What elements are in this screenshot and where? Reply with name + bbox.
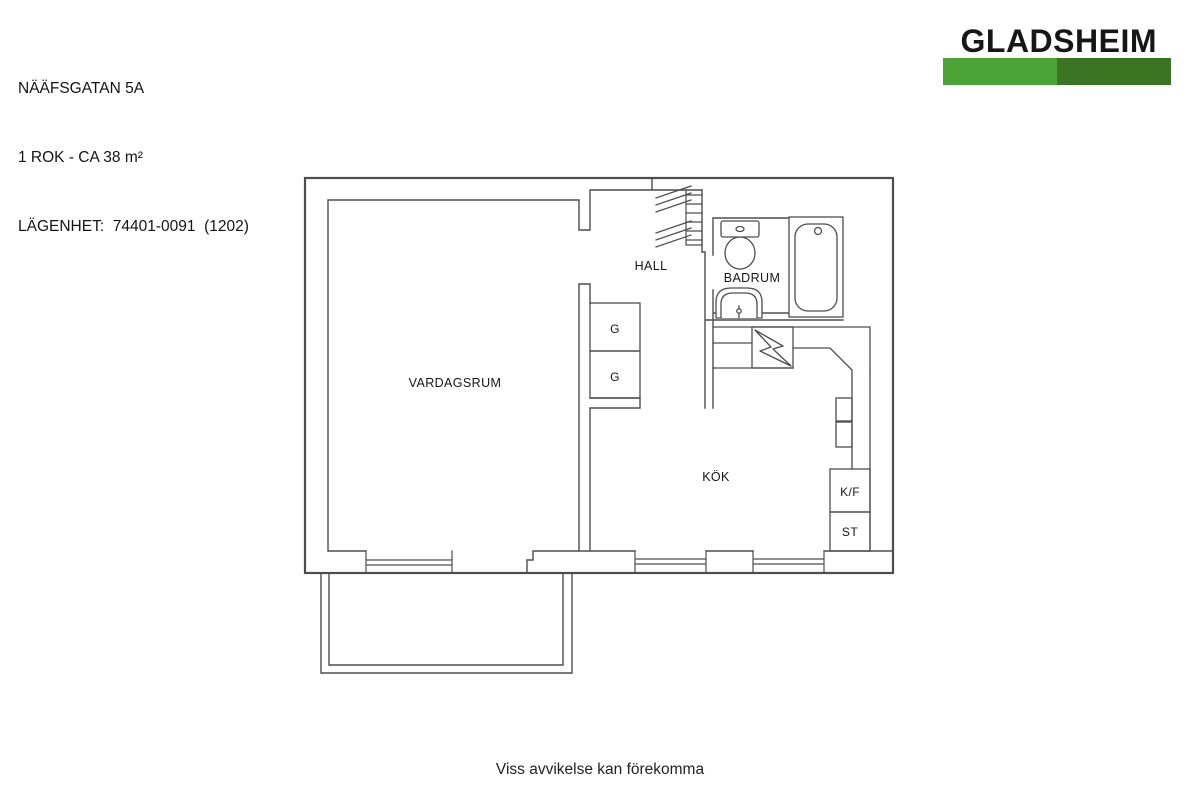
logo-bar-right	[1057, 58, 1171, 85]
apartment-size: 1 ROK - CA 38 m²	[18, 149, 143, 166]
cleaning-closet-box	[829, 511, 871, 552]
wardrobe-box-2	[589, 350, 641, 399]
label-living-room: VARDAGSRUM	[409, 376, 502, 390]
sink-symbol	[715, 287, 763, 319]
stove-symbol	[751, 326, 794, 369]
label-wardrobe-1: G	[610, 322, 620, 336]
disclaimer-text: Viss avvikelse kan förekomma	[495, 761, 705, 778]
label-cleaning-closet: ST	[842, 525, 858, 539]
balcony	[320, 572, 573, 674]
windows	[365, 550, 825, 574]
label-hall: HALL	[635, 259, 668, 273]
street-address: NÄÄFSGATAN 5A	[18, 80, 145, 97]
stove-lightning-icon	[754, 329, 792, 367]
stairs-symbol	[655, 185, 703, 248]
toilet-symbol	[720, 220, 760, 270]
label-kitchen: KÖK	[702, 470, 730, 484]
header-address-block: NÄÄFSGATAN 5A 1 ROK - CA 38 m² LÄGENHET:…	[18, 31, 249, 261]
counter-drawer-1	[835, 397, 853, 422]
bathtub-symbol	[788, 216, 844, 318]
label-wardrobe-2: G	[610, 370, 620, 384]
label-fridge-freezer: K/F	[840, 485, 860, 499]
label-bathroom: BADRUM	[724, 271, 781, 285]
logo-brand-text: GLADSHEIM	[961, 23, 1158, 59]
counter-drawer-2	[835, 421, 853, 448]
kitchen-counter	[712, 326, 871, 552]
outer-wall	[303, 176, 895, 575]
company-logo: GLADSHEIM	[943, 23, 1171, 85]
apartment-number: LÄGENHET: 74401-0091 (1202)	[18, 218, 249, 235]
logo-bar-left	[943, 58, 1057, 85]
